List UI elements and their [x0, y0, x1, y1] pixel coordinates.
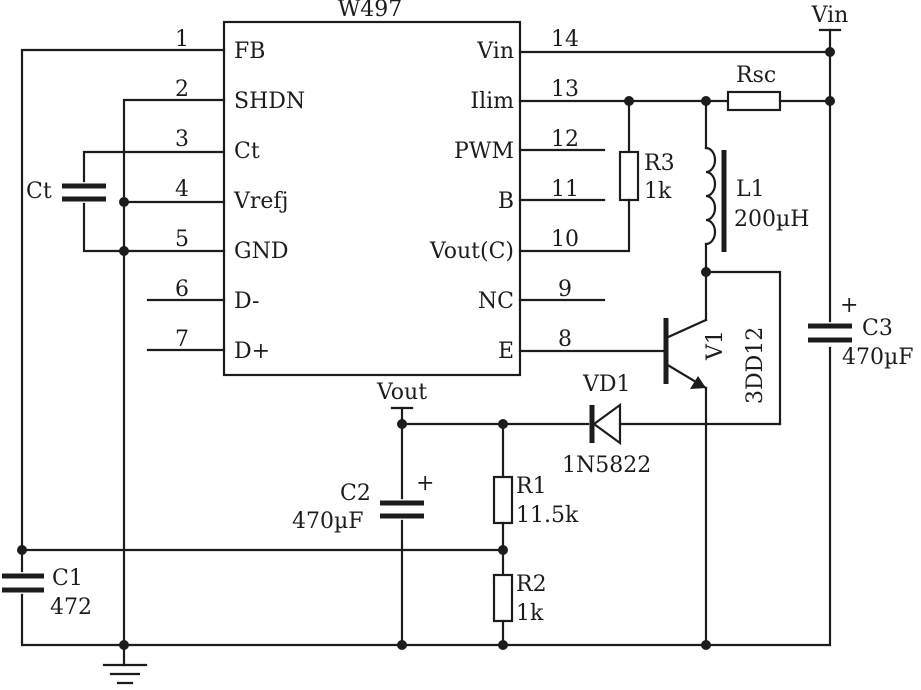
- r1-ref: R1: [516, 474, 547, 499]
- junction-vin-pin14: [825, 47, 835, 57]
- l1-coil: [704, 146, 717, 246]
- pin-label-vout-c: Vout(C): [429, 239, 514, 264]
- pin-label-fb: FB: [234, 39, 265, 64]
- r3-value: 1k: [644, 179, 672, 204]
- r2-value: 1k: [516, 601, 544, 626]
- pin-label-nc: NC: [478, 289, 514, 314]
- pin-number-12: 12: [551, 127, 579, 152]
- c2-ref: C2: [340, 481, 371, 506]
- pin-label-d-minus: D-: [234, 289, 259, 314]
- c3-polarity: +: [840, 293, 858, 318]
- junction-r1-r2: [498, 545, 508, 555]
- ct-wire-top: [82, 150, 226, 183]
- r3-pin10-wire: [518, 198, 631, 253]
- ct-ref: Ct: [26, 179, 52, 204]
- vd1-ref: VD1: [582, 372, 631, 397]
- pin-label-shdn: SHDN: [234, 89, 305, 114]
- pin-label-ilim: Ilim: [470, 89, 514, 114]
- c1-ref: C1: [52, 566, 83, 591]
- pin-number-13: 13: [551, 77, 579, 102]
- junction-feedback: [17, 545, 27, 555]
- rsc-body: [726, 90, 782, 112]
- pin-label-vrefj: Vrefj: [233, 189, 288, 214]
- pin-label-d-plus: D+: [234, 339, 270, 364]
- v1-ref: V1: [703, 330, 728, 361]
- junction-l1-collector: [701, 267, 711, 277]
- rsc-ref: Rsc: [736, 63, 776, 88]
- pin-number-8: 8: [558, 327, 572, 352]
- pin-label-ct: Ct: [234, 139, 260, 164]
- pin-label-b: B: [498, 189, 514, 214]
- v1-value: 3DD12: [743, 327, 768, 404]
- pin-label-gnd: GND: [234, 239, 288, 264]
- v1-emitter-arrow: [690, 376, 706, 389]
- r2-body: [492, 573, 514, 623]
- l1-ref: L1: [736, 177, 765, 202]
- r3-body: [618, 150, 640, 202]
- junction-l1: [701, 96, 711, 106]
- r2-ref: R2: [516, 572, 547, 597]
- l1-diode-loop: [704, 270, 782, 426]
- l1-value: 200µH: [734, 207, 809, 232]
- pin-number-1: 1: [175, 27, 189, 52]
- vin-label: Vin: [811, 3, 849, 28]
- ic-body: [222, 20, 522, 377]
- c3-ref: C3: [862, 316, 893, 341]
- r1-body: [492, 475, 514, 525]
- junction-ground-emitter: [701, 640, 711, 650]
- junction-vin-rsc: [825, 96, 835, 106]
- pin-number-10: 10: [551, 227, 579, 252]
- c2-value: 470µF: [292, 509, 364, 534]
- vd1-body: [592, 402, 622, 446]
- ic-title: W497: [338, 0, 403, 22]
- junction-vrefj: [119, 197, 129, 207]
- junction-r3: [624, 96, 634, 106]
- pin-label-e: E: [498, 339, 514, 364]
- r3-ref: R3: [644, 151, 675, 176]
- pin-number-11: 11: [551, 177, 579, 202]
- vd1-value: 1N5822: [562, 453, 651, 478]
- ct-wire-bottom: [82, 202, 126, 253]
- shdn-ground-bus: [122, 98, 226, 667]
- pin-number-2: 2: [175, 77, 189, 102]
- junction-vout: [397, 419, 407, 429]
- ground-rail: [20, 346, 832, 647]
- junction-ground-r2: [498, 640, 508, 650]
- junction-ground-left: [119, 640, 129, 650]
- fb-wire: [20, 48, 226, 573]
- pin-number-3: 3: [175, 127, 189, 152]
- v1-collector: [664, 318, 708, 340]
- pin-label-pwm: PWM: [454, 139, 514, 164]
- pin-number-14: 14: [551, 27, 579, 52]
- r1-value: 11.5k: [516, 503, 579, 528]
- pin-number-4: 4: [175, 177, 189, 202]
- junction-gnd: [119, 246, 129, 256]
- c2-polarity: +: [416, 471, 434, 496]
- c1-value: 472: [50, 595, 92, 620]
- pin-number-9: 9: [558, 277, 572, 302]
- pin-number-6: 6: [175, 277, 189, 302]
- pin-number-7: 7: [175, 327, 189, 352]
- junction-ground-c2: [397, 640, 407, 650]
- junction-r1-top: [498, 419, 508, 429]
- c3-value: 470µF: [842, 345, 914, 370]
- vout-label: Vout: [376, 380, 427, 405]
- pin-label-vin: Vin: [476, 39, 514, 64]
- pin-number-5: 5: [175, 227, 189, 252]
